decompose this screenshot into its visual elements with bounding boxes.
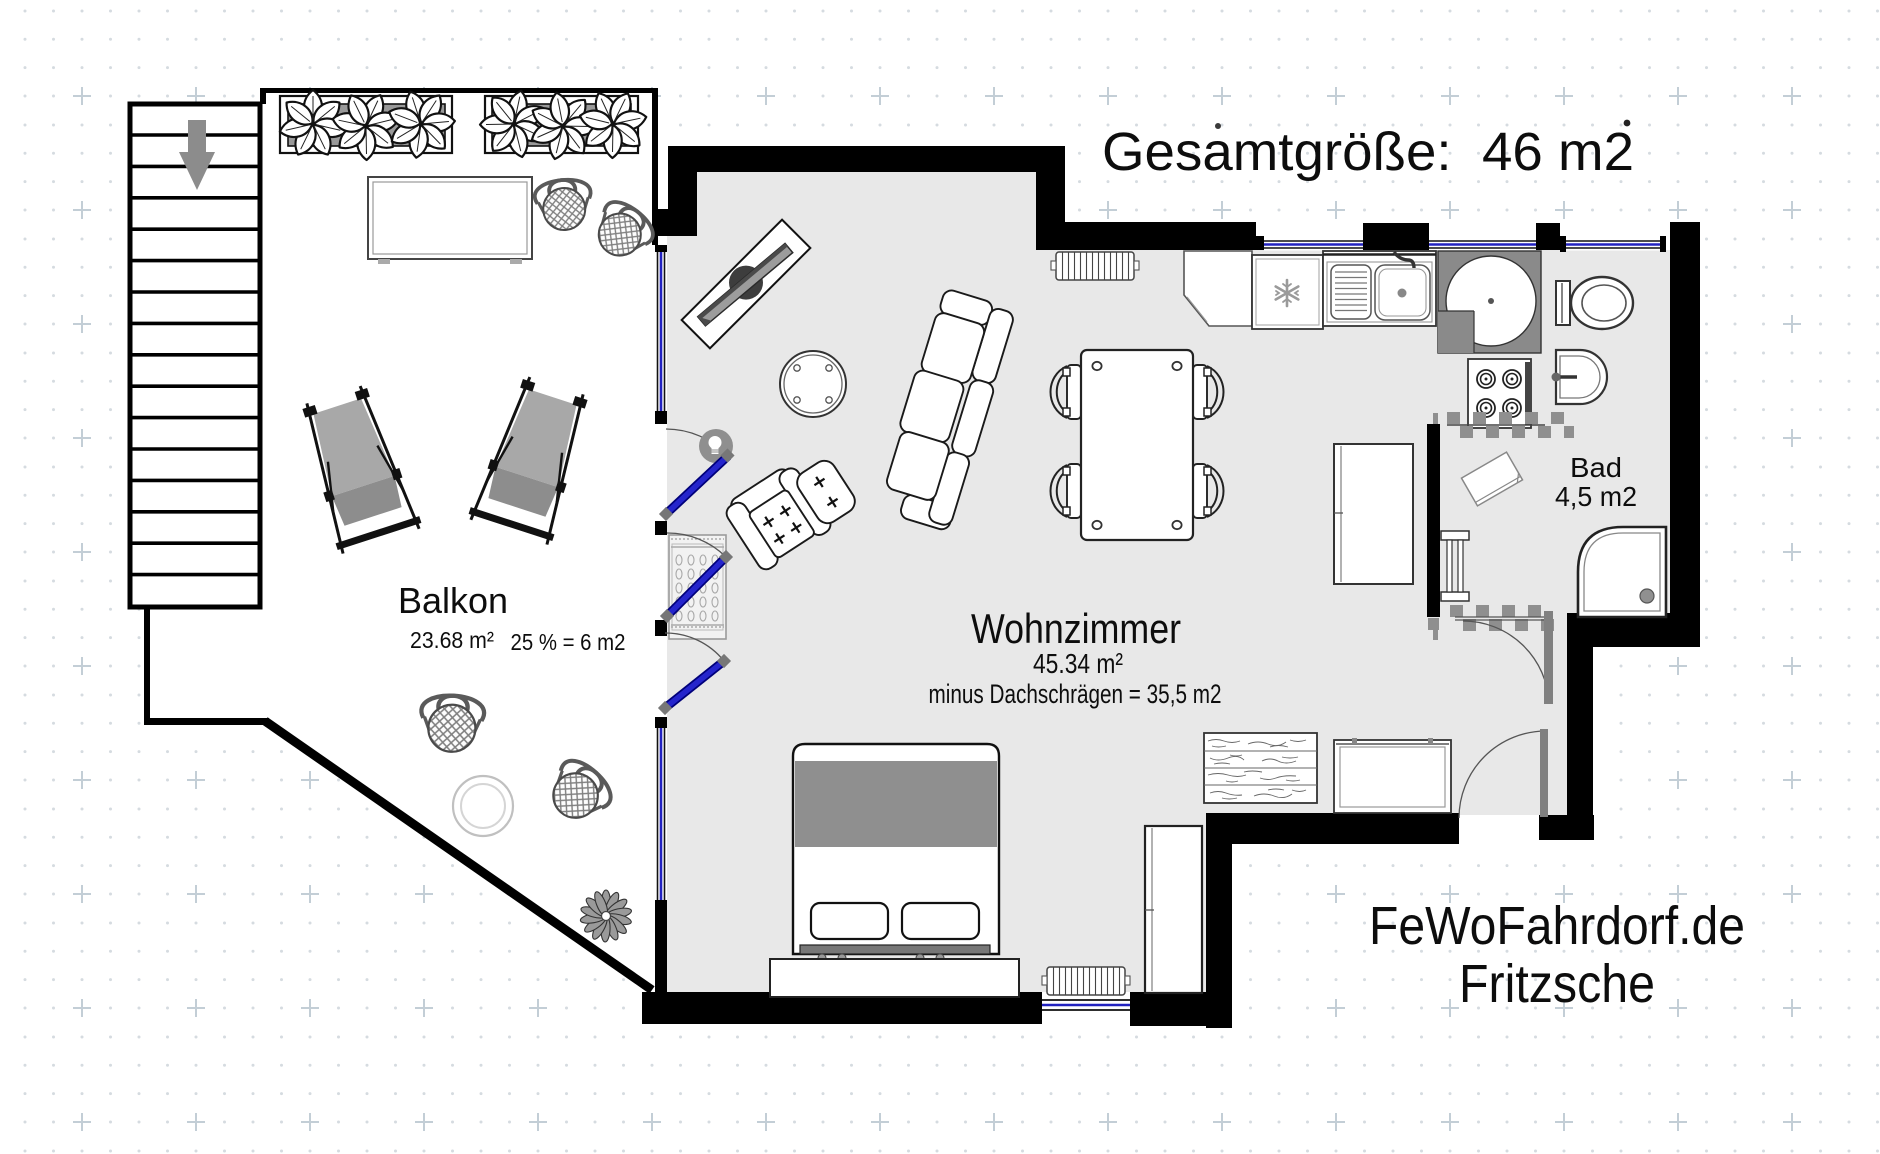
svg-text:Wohnzimmer: Wohnzimmer <box>971 605 1181 652</box>
svg-text:Fritzsche: Fritzsche <box>1459 954 1655 1014</box>
svg-text:4,5 m2: 4,5 m2 <box>1555 481 1637 512</box>
svg-text:Bad: Bad <box>1570 452 1622 483</box>
svg-text:25 % = 6 m2: 25 % = 6 m2 <box>511 629 626 655</box>
svg-text:Balkon: Balkon <box>398 580 508 621</box>
svg-text:FeWoFahrdorf.de: FeWoFahrdorf.de <box>1369 896 1745 956</box>
svg-text:minus Dachschrägen = 35,5 m2: minus Dachschrägen = 35,5 m2 <box>929 679 1222 709</box>
svg-text:45.34 m²: 45.34 m² <box>1033 648 1123 679</box>
svg-text:23.68 m²: 23.68 m² <box>410 627 494 653</box>
svg-text:Gesamtgröße: 46 m2: Gesamtgröße: 46 m2 <box>1102 122 1634 182</box>
